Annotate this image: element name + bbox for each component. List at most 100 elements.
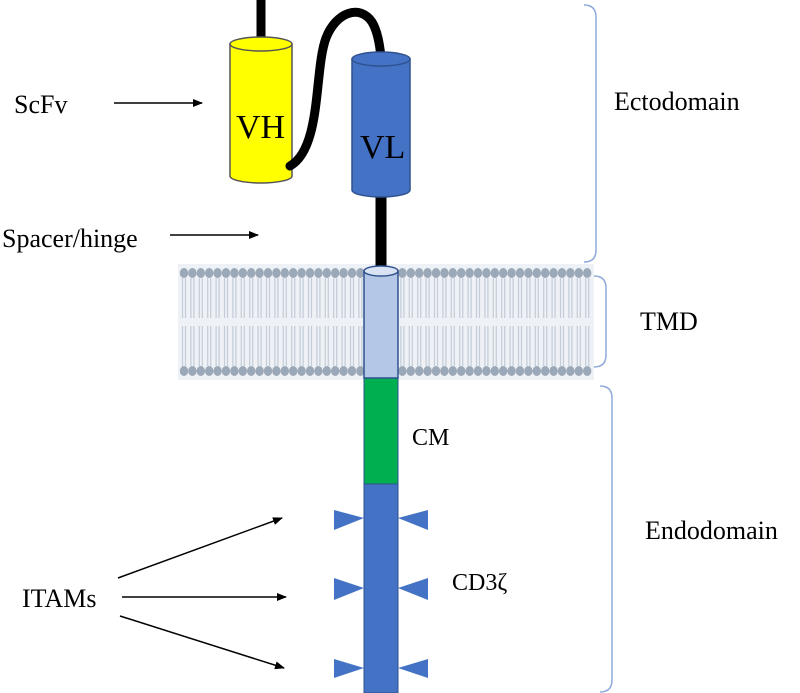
lipid-tail (215, 326, 220, 366)
lipid-head (507, 366, 516, 376)
lipid-head (314, 366, 323, 376)
tmd-bracket (593, 275, 607, 368)
lipid-tail (417, 278, 422, 318)
lipid-head (221, 268, 231, 278)
lipid-head (322, 366, 331, 376)
lipid-tail (198, 326, 203, 366)
lipid-tail (475, 278, 481, 318)
lipid-tail (467, 326, 472, 366)
lipid-head (205, 366, 214, 376)
vl-top (351, 51, 411, 67)
lipid-tail (543, 326, 548, 366)
lipid-head (557, 366, 567, 376)
lipid-tail (257, 326, 262, 366)
lipid-tail (316, 278, 321, 318)
lipid-tail (282, 278, 287, 318)
lipid-tail (307, 326, 313, 366)
lipid-tail (307, 278, 313, 318)
lipid-tail (501, 326, 506, 366)
lipid-tail (534, 278, 539, 318)
lipid-head (574, 268, 583, 278)
lipid-head (473, 268, 483, 278)
lipid-tail (459, 278, 464, 318)
lipid-tail (341, 278, 346, 318)
lipid-head (490, 268, 499, 278)
lipid-tail (207, 278, 212, 318)
lipid-head (507, 268, 516, 278)
lipid-head (179, 366, 189, 376)
cd3z-body (363, 483, 399, 693)
lipid-head (205, 268, 214, 278)
lipid-tail (408, 326, 413, 366)
lipid-head (541, 268, 550, 278)
lipid-head (188, 366, 197, 376)
lipid-tail (400, 278, 405, 318)
lipid-tail (333, 278, 338, 318)
lipid-tail (358, 278, 363, 318)
lipid-tail (534, 326, 539, 366)
lipid-tail (492, 326, 497, 366)
lipid-head (457, 268, 466, 278)
lipid-tail (509, 326, 514, 366)
lipid-tail (291, 326, 296, 366)
lipid-tail (417, 326, 422, 366)
lipid-tail (299, 278, 304, 318)
lipid-head (566, 366, 575, 376)
lipid-head (247, 366, 256, 376)
tmd-top (363, 265, 399, 277)
lipid-head (289, 366, 298, 376)
lipid-head (566, 268, 575, 278)
lipid-tail (576, 326, 581, 366)
lipid-tail (559, 278, 565, 318)
lipid-head (247, 268, 256, 278)
lipid-head (415, 366, 424, 376)
vh-body (229, 43, 293, 184)
lipid-head (423, 268, 432, 278)
lipid-tail (291, 278, 296, 318)
spacer-hinge-label: Spacer/hinge (2, 224, 138, 253)
lipid-tail (223, 278, 229, 318)
vh-vl-linker (285, 7, 386, 171)
lipid-tail (257, 278, 262, 318)
lipid-head (549, 366, 558, 376)
lipid-head (297, 268, 306, 278)
lipid-head (305, 366, 315, 376)
lipid-tail (526, 278, 531, 318)
lipid-tail (450, 278, 455, 318)
itams-arrow-upper (117, 517, 283, 579)
lipid-head (457, 366, 466, 376)
lipid-head (213, 268, 222, 278)
lipid-tail (223, 326, 229, 366)
lipid-head (289, 268, 298, 278)
lipid-head (263, 366, 273, 376)
lipid-tail (467, 278, 472, 318)
lipid-head (406, 366, 415, 376)
lipid-tail (181, 326, 187, 366)
lipid-head (490, 366, 499, 376)
lipid-head (465, 366, 474, 376)
lipid-head (574, 366, 583, 376)
lipid-tail (282, 326, 287, 366)
lipid-tail (324, 326, 329, 366)
lipid-tail (240, 326, 245, 366)
lipid-head (272, 268, 281, 278)
cd3z-label: CD3ζ (452, 570, 507, 596)
itam-left-2 (334, 578, 364, 600)
lipid-head (515, 366, 525, 376)
lipid-head (532, 268, 541, 278)
lipid-tail (299, 326, 304, 366)
lipid-head (339, 268, 348, 278)
lipid-head (213, 366, 222, 376)
lipid-head (583, 366, 592, 376)
lipid-tail (190, 278, 195, 318)
lipid-head (322, 268, 331, 278)
lipid-tail (215, 278, 220, 318)
lipid-tail (349, 278, 355, 318)
lipid-tail (585, 278, 590, 318)
lipid-tail (358, 326, 363, 366)
lipid-head (415, 268, 424, 278)
lipid-head (196, 268, 205, 278)
lipid-head (406, 268, 415, 278)
